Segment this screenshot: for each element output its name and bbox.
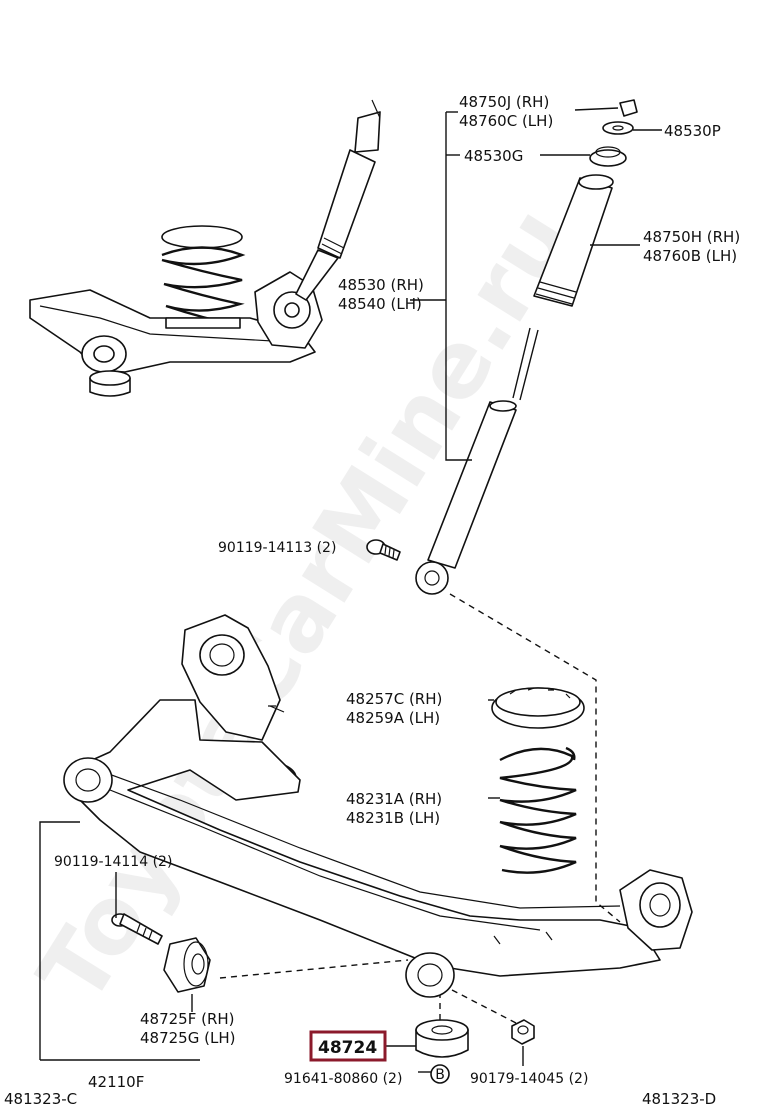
marker-b-circle: [430, 1064, 450, 1084]
ref-481323-c: 481323-C: [4, 1090, 77, 1108]
bushing-48725f: [163, 937, 211, 993]
label-48725g[interactable]: 48725G (LH): [140, 1029, 235, 1047]
label-48725f[interactable]: 48725F (RH): [140, 1010, 235, 1028]
dust-boot-48750h: [533, 174, 614, 307]
label-48257c[interactable]: 48257C (RH): [346, 690, 442, 708]
axle-beam-42110f: [63, 614, 693, 998]
label-90119-14113[interactable]: 90119-14113 (2): [218, 540, 336, 556]
label-48530[interactable]: 48530 (RH): [338, 276, 424, 294]
label-48724[interactable]: 48724: [318, 1038, 377, 1058]
label-48760c[interactable]: 48760C (LH): [459, 112, 553, 130]
label-91641-80860[interactable]: 91641-80860 (2): [284, 1071, 402, 1087]
coil-spring-48231: [499, 746, 577, 874]
exploded-shock-parts: [410, 99, 662, 595]
label-90179-14045[interactable]: 90179-14045 (2): [470, 1071, 588, 1087]
label-48540[interactable]: 48540 (LH): [338, 295, 422, 313]
label-90119-14114[interactable]: 90119-14114 (2): [54, 854, 172, 870]
label-48760b[interactable]: 48760B (LH): [643, 247, 737, 265]
washer-48530p: [602, 121, 634, 135]
nut-48750j: [619, 99, 638, 117]
ref-481323-d: 481323-D: [642, 1090, 716, 1108]
shock-absorber-48530: [415, 327, 539, 595]
label-48231a[interactable]: 48231A (RH): [346, 790, 442, 808]
assembled-coil-spring: [161, 225, 246, 329]
marker-b-text: B: [435, 1067, 445, 1083]
label-42110f[interactable]: 42110F: [88, 1073, 144, 1091]
bump-stopper-48724: [415, 1019, 469, 1058]
highlight-box-48724[interactable]: [309, 1030, 387, 1062]
cushion-48530g: [589, 149, 627, 167]
label-48530g[interactable]: 48530G: [464, 147, 523, 165]
assembled-axle-view: [29, 99, 381, 397]
assembled-shock-absorber: [295, 99, 381, 301]
label-48750h[interactable]: 48750H (RH): [643, 228, 740, 246]
nut-90179-14045: [511, 1019, 535, 1045]
label-48750j[interactable]: 48750J (RH): [459, 93, 549, 111]
label-48530p[interactable]: 48530P: [664, 122, 721, 140]
label-48259a[interactable]: 48259A (LH): [346, 709, 440, 727]
bolt-90119-14113: [366, 539, 401, 561]
spring-upper-seat: [491, 687, 585, 729]
label-48231b[interactable]: 48231B (LH): [346, 809, 440, 827]
